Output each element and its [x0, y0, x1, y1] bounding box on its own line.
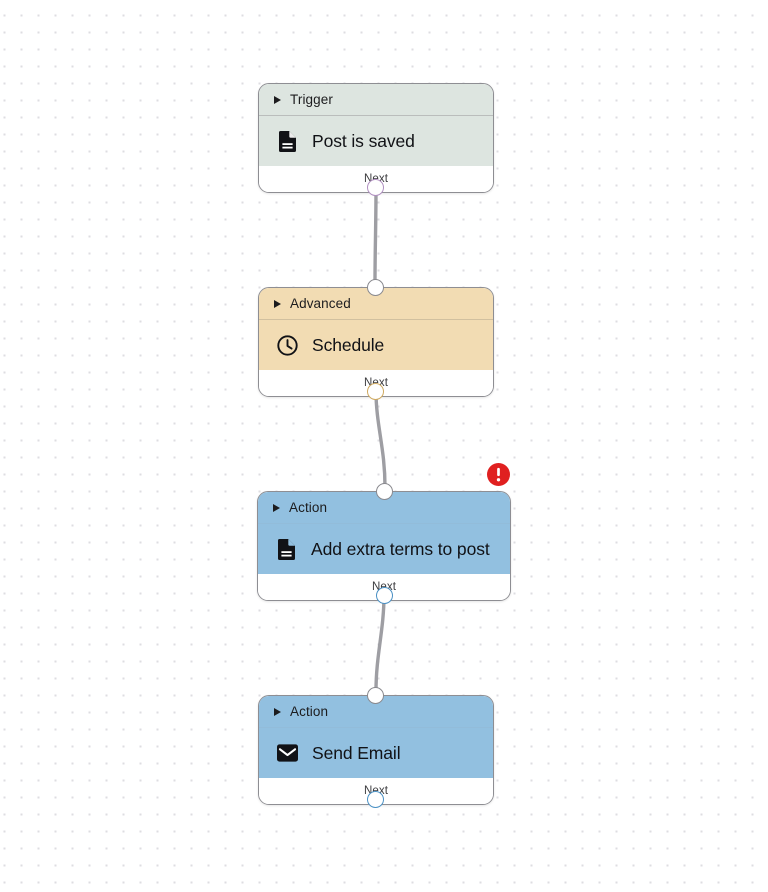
node-divider [259, 319, 493, 320]
input-port-action-add-extra-terms[interactable] [376, 483, 393, 500]
node-category-label: Action [289, 500, 328, 515]
disclosure-triangle-icon[interactable] [273, 503, 280, 512]
node-category-label: Trigger [290, 92, 333, 107]
node-header-action[interactable]: Action [258, 492, 510, 523]
connector-advanced-to-action [374, 389, 387, 489]
clock-icon [277, 334, 298, 356]
workflow-node-trigger[interactable]: Trigger Post is saved Next [258, 83, 494, 193]
error-badge[interactable] [487, 463, 510, 486]
document-icon [276, 538, 297, 560]
node-divider [258, 523, 510, 524]
disclosure-triangle-icon[interactable] [274, 95, 281, 104]
node-divider [259, 115, 493, 116]
node-category-label: Action [290, 704, 329, 719]
envelope-icon [277, 743, 298, 764]
output-port-trigger[interactable] [367, 179, 384, 196]
workflow-node-advanced[interactable]: Advanced Schedule Next [258, 287, 494, 397]
node-body-advanced[interactable]: Schedule [259, 320, 493, 370]
node-title: Post is saved [312, 130, 415, 151]
connector-trigger-to-advanced [373, 185, 378, 283]
input-port-advanced[interactable] [367, 279, 384, 296]
node-title: Schedule [312, 334, 385, 355]
output-port-advanced[interactable] [367, 383, 384, 400]
disclosure-triangle-icon[interactable] [274, 299, 281, 308]
node-category-label: Advanced [290, 296, 351, 311]
node-title: Add extra terms to post [311, 538, 490, 559]
output-port-send-email[interactable] [367, 791, 384, 808]
node-body-action[interactable]: Add extra terms to post [258, 524, 510, 574]
output-port-action-add-extra-terms[interactable] [376, 587, 393, 604]
node-body-trigger[interactable]: Post is saved [259, 116, 493, 166]
node-divider [259, 727, 493, 728]
input-port-send-email[interactable] [367, 687, 384, 704]
disclosure-triangle-icon[interactable] [274, 707, 281, 716]
node-body-send-email[interactable]: Send Email [259, 728, 493, 778]
node-header-trigger[interactable]: Trigger [259, 84, 493, 115]
connector-action-to-sendemail [374, 593, 386, 693]
document-icon [277, 130, 298, 152]
workflow-node-action-send-email[interactable]: Action Send Email Next [258, 695, 494, 805]
workflow-node-action-add-extra-terms[interactable]: Action Add extra terms to post Next [257, 491, 511, 601]
node-title: Send Email [312, 742, 401, 763]
